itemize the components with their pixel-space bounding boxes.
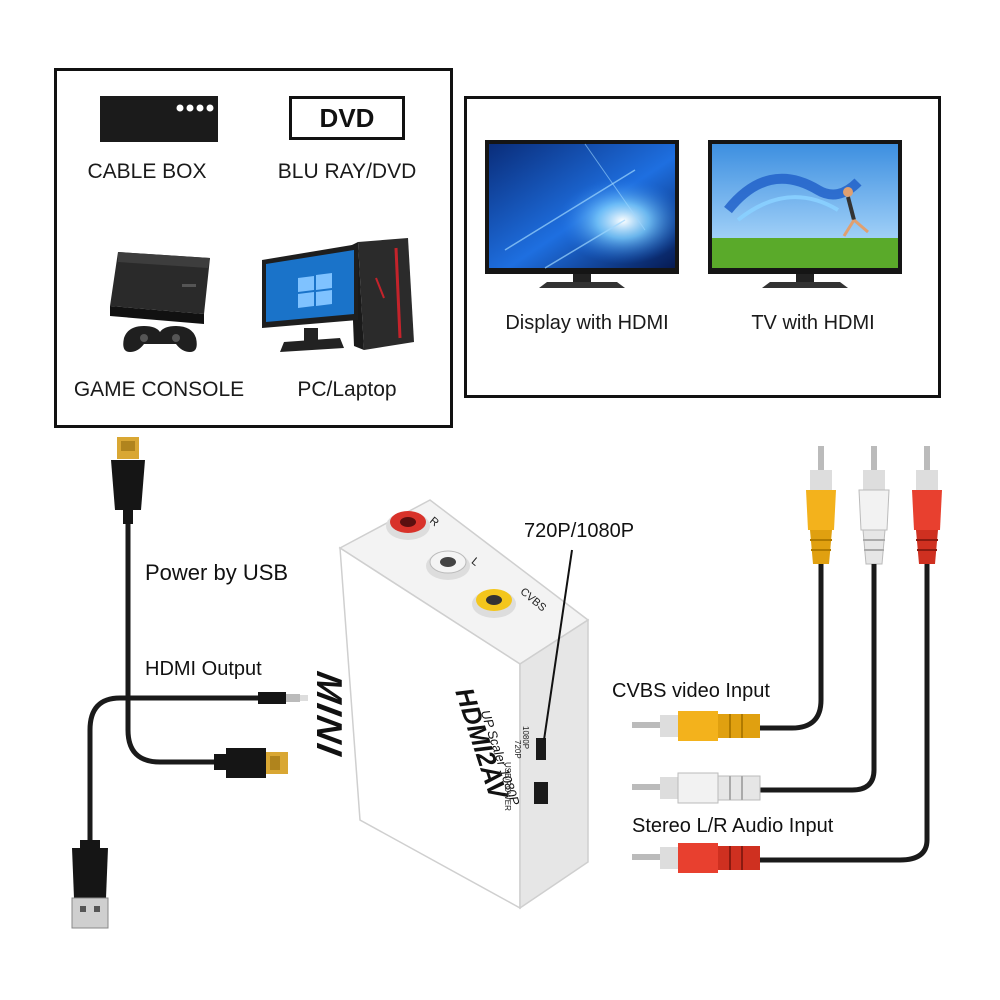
cable-box-icon xyxy=(100,96,218,142)
display-hdmi-label: Display with HDMI xyxy=(505,312,669,334)
micro-usb-plug xyxy=(258,692,286,704)
rca-plug-red-side xyxy=(632,843,760,873)
hdmi-plug-top-body xyxy=(111,460,145,510)
game-console-icon xyxy=(110,252,210,352)
dvd-logo: DVD xyxy=(289,96,405,140)
usb-power-port xyxy=(534,782,548,804)
converter-side-face xyxy=(519,618,589,910)
tv-hdmi-label: TV with HDMI xyxy=(751,312,875,334)
stereo-audio-input-label: Stereo L/R Audio Input xyxy=(632,815,834,837)
cable-box-label: CABLE BOX xyxy=(87,160,207,183)
rca-jack-red xyxy=(386,511,430,540)
rca-plug-red-top xyxy=(912,446,942,564)
rca-jack-white xyxy=(426,550,470,580)
resolution-switch xyxy=(536,738,546,760)
hdmi-tv-icon xyxy=(708,140,902,288)
dvd-logo-text: DVD xyxy=(319,103,375,133)
rca-plug-white-side xyxy=(632,772,761,804)
hdmi-output-label: HDMI Output xyxy=(145,658,262,680)
blu-ray-label: BLU RAY/DVD xyxy=(277,160,417,183)
usb-a-plug-tip xyxy=(71,897,109,929)
hdmi-plug-bottom-body xyxy=(226,748,266,778)
rca-plug-white-top xyxy=(858,446,890,565)
usb-cable xyxy=(87,695,258,840)
game-console-label: GAME CONSOLE xyxy=(73,378,245,401)
resolution-label: 720P/1080P xyxy=(524,520,635,542)
usb-a-plug-body xyxy=(72,848,108,898)
rca-plug-yellow-top xyxy=(806,446,836,564)
hdmi-cable xyxy=(125,524,214,765)
hdmi-display-icon xyxy=(485,140,679,288)
pc-label: PC/Laptop xyxy=(297,378,397,401)
cvbs-video-input-label: CVBS video Input xyxy=(612,680,770,702)
resolution-callout-line xyxy=(543,549,573,741)
rca-plug-yellow-side xyxy=(632,711,760,741)
rca-jack-yellow xyxy=(472,589,516,618)
pc-icon xyxy=(262,238,414,352)
power-by-usb-label: Power by USB xyxy=(145,560,289,585)
